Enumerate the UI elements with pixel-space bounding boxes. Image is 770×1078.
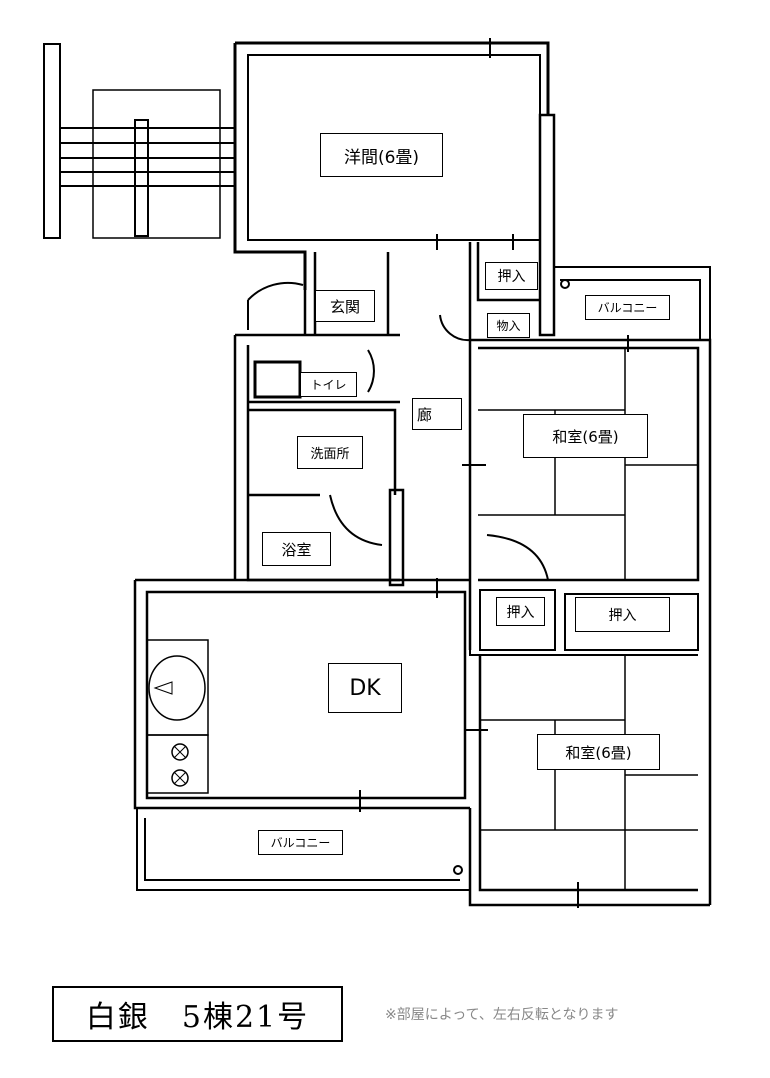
room-label-hallway: 廊 <box>412 398 462 430</box>
room-label-closet-top: 押入 <box>485 262 538 290</box>
room-label-western: 洋間(6畳) <box>320 133 443 177</box>
room-label-japanese-2: 和室(6畳) <box>537 734 660 770</box>
room-label-storage: 物入 <box>487 313 530 338</box>
staircase <box>43 43 235 239</box>
building-unit-title: 白銀 5棟21号 <box>52 986 343 1042</box>
room-label-closet-mid-right: 押入 <box>575 597 670 632</box>
room-label-bath: 浴室 <box>262 532 331 566</box>
room-label-toilet: トイレ <box>300 372 357 397</box>
room-label-balcony-top: バルコニー <box>585 295 670 320</box>
room-label-closet-mid-left: 押入 <box>496 597 545 626</box>
room-label-dk: DK <box>328 663 402 713</box>
room-label-entrance: 玄関 <box>315 290 375 322</box>
room-label-japanese-1: 和室(6畳) <box>523 414 648 458</box>
room-label-balcony-bottom: バルコニー <box>258 830 343 855</box>
mirror-note: ※部屋によって、左右反転となります <box>385 1007 619 1023</box>
room-label-washroom: 洗面所 <box>297 436 363 469</box>
